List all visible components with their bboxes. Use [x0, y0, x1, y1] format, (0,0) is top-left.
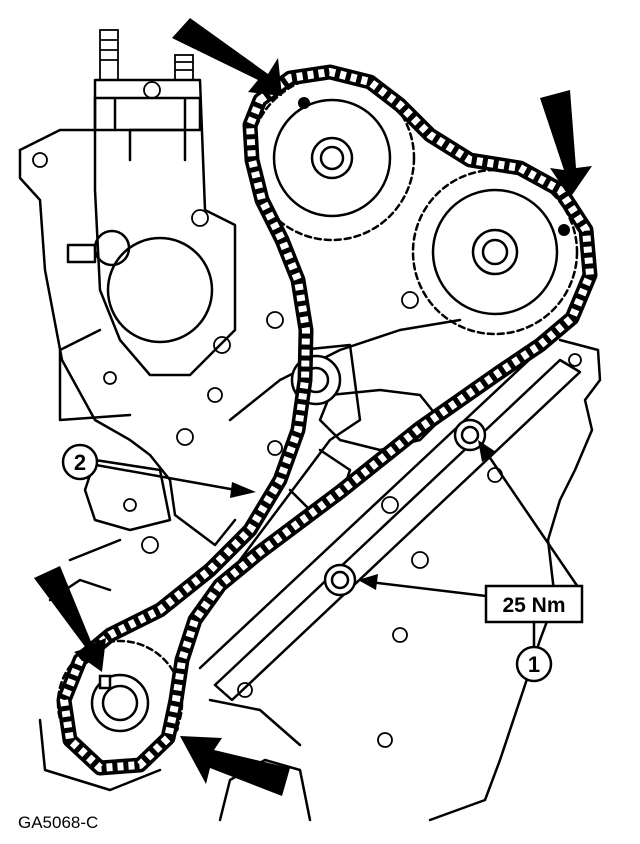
figure-id: GA5068-C: [18, 813, 98, 832]
lower-block-outline: [48, 291, 602, 822]
timing-mark-arrow-top-left: [172, 18, 282, 96]
callout-2-label: 2: [74, 450, 86, 475]
intake-camshaft-sprocket: [411, 168, 579, 336]
callout-1-label: 1: [528, 652, 540, 677]
guide-bolt-lower: [323, 563, 357, 597]
guide-bolt-upper: [453, 418, 487, 452]
callout-2: 2: [61, 443, 256, 498]
timing-chain: [56, 64, 598, 776]
timing-mark-arrow-top-right: [540, 90, 592, 198]
torque-callout: 25 Nm 1: [358, 440, 584, 683]
torque-spec: 25 Nm: [502, 594, 565, 617]
timing-mark-arrow-bottom-left: [34, 566, 106, 672]
engine-block-outline: [18, 29, 237, 554]
chain-guide-rail: [198, 343, 582, 702]
timing-mark-arrow-bottom-right: [180, 736, 290, 796]
